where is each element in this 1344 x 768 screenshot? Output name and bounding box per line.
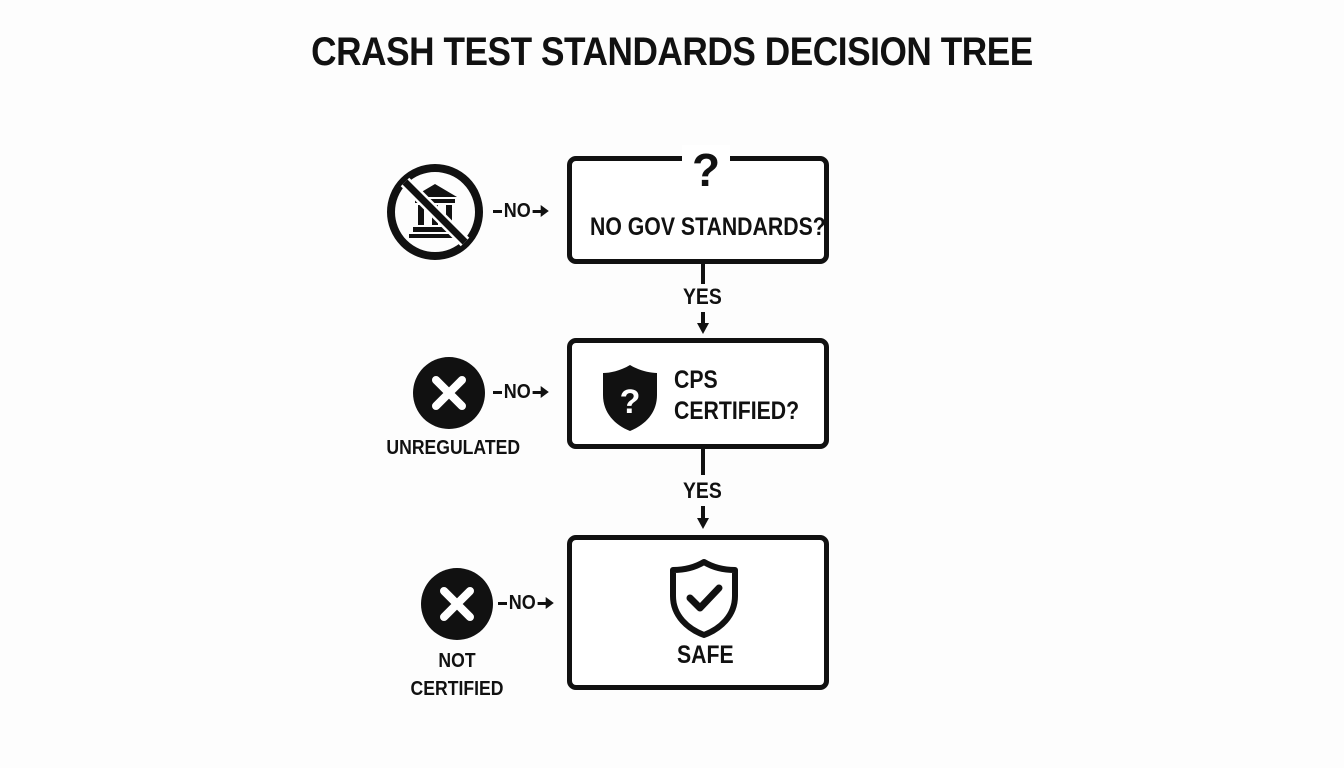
node-label: CPS CERTIFIED? [674,365,799,427]
yes-label: YES [683,478,722,503]
x-circle-icon [413,357,485,429]
dash [493,391,502,394]
no-edge-label: NO [493,200,549,223]
connector-line [701,264,705,284]
arrow-right-icon [532,386,549,398]
decision-node-gov-standards: ? NO GOV STANDARDS? [567,145,829,264]
outcome-label-not-certified: NOT CERTIFIED [400,647,514,703]
outcome-label-unregulated: UNREGULATED [386,437,521,459]
dash [493,210,502,213]
yes-label: YES [683,284,722,309]
dash [498,602,507,605]
node-label-line2: CERTIFIED? [674,397,800,425]
diagram-title: CRASH TEST STANDARDS DECISION TREE [311,30,1033,74]
decision-node-cps-certified: ? CPS CERTIFIED? [567,338,829,449]
no-label-text: NO [503,381,531,403]
x-circle-icon [421,568,493,640]
no-label-text: NO [503,200,531,222]
question-mark-icon: ? [682,145,730,195]
result-node-safe: SAFE [567,535,829,690]
svg-text:?: ? [620,383,641,421]
node-label-line1: CPS [674,366,718,394]
connector-line [701,449,705,475]
node-label: NO GOV STANDARDS? [590,213,826,241]
connector-line [701,506,705,520]
connector-line [701,312,705,326]
no-government-building-icon [387,164,483,260]
arrow-down-icon [697,518,709,529]
no-edge-label: NO [498,592,554,615]
shield-check-icon [670,559,738,638]
outcome-label-line2: CERTIFIED [410,678,504,700]
no-edge-label: NO [493,381,549,404]
no-label-text: NO [508,592,536,614]
node-label: SAFE [677,641,734,669]
shield-question-icon: ? [603,365,657,431]
arrow-right-icon [537,597,554,609]
outcome-label-line1: NOT [438,650,476,672]
arrow-down-icon [697,323,709,334]
arrow-right-icon [532,205,549,217]
